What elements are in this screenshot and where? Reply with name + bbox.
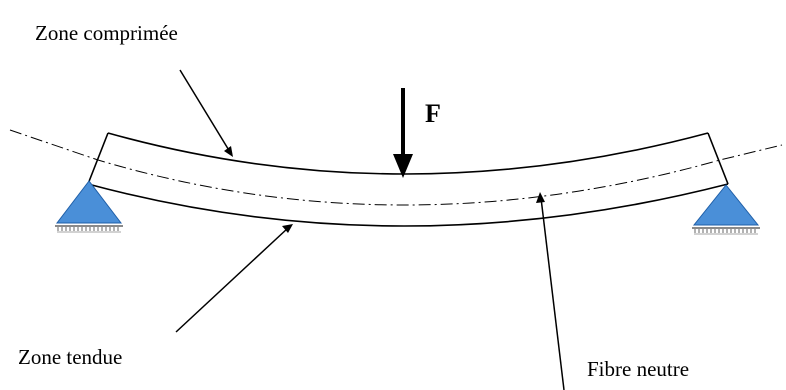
neutral-fiber-arrowhead (536, 192, 545, 203)
compressed-zone-leader (179, 69, 231, 153)
tension-zone-leader (175, 227, 289, 333)
force-label: F (425, 99, 441, 128)
force-arrow-icon (393, 88, 413, 178)
beam-bottom-edge (87, 183, 729, 227)
beam-left-end (87, 132, 109, 185)
beam-right-end (707, 132, 729, 185)
beam-top-edge (107, 132, 709, 175)
neutral-fiber-leader (540, 197, 565, 390)
compressed-zone-arrowhead (224, 146, 233, 157)
right-support-icon (692, 184, 760, 235)
neutral-axis-line (9, 129, 783, 206)
tension-zone-arrowhead (282, 224, 293, 233)
left-support-icon (55, 180, 123, 233)
compressed-zone-label: Zone comprimée (35, 21, 178, 45)
tension-zone-label: Zone tendue (18, 345, 122, 369)
neutral-fiber-label: Fibre neutre (587, 357, 689, 381)
